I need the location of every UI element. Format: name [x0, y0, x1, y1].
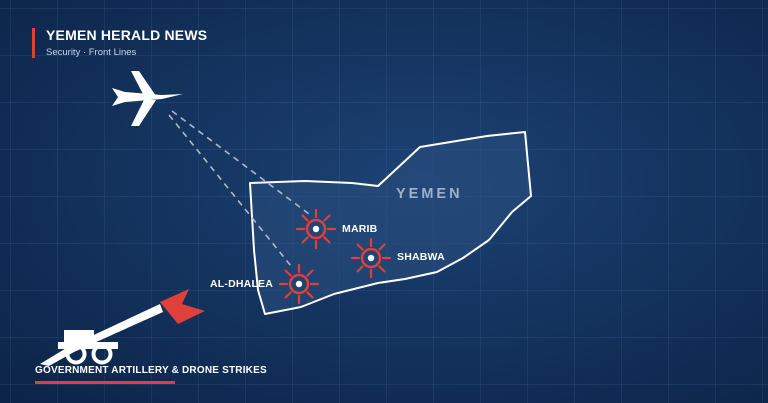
country-label: YEMEN — [396, 186, 463, 202]
brand-block: YEMEN HERALD NEWS Security · Front Lines — [32, 28, 207, 58]
target-burst-icon-marib — [295, 208, 337, 250]
footer-caption: GOVERNMENT ARTILLERY & DRONE STRIKES — [35, 365, 267, 376]
target-label-marib: MARIB — [342, 223, 378, 235]
footer-accent-bar — [35, 381, 175, 384]
brand-title: YEMEN HERALD NEWS — [46, 27, 208, 43]
brand-subtitle: Security · Front Lines — [46, 47, 137, 58]
target-label-al-dhalea: AL-DHALEA — [210, 278, 274, 290]
drone-icon — [112, 71, 183, 126]
artillery-cannon-icon — [40, 304, 163, 366]
target-burst-icon-shabwa — [350, 237, 392, 279]
yemen-outline — [249, 131, 532, 315]
strike-arrow-icon — [160, 289, 205, 324]
target-label-shabwa: SHABWA — [397, 251, 445, 263]
target-burst-icon-al-dhalea — [278, 263, 320, 305]
